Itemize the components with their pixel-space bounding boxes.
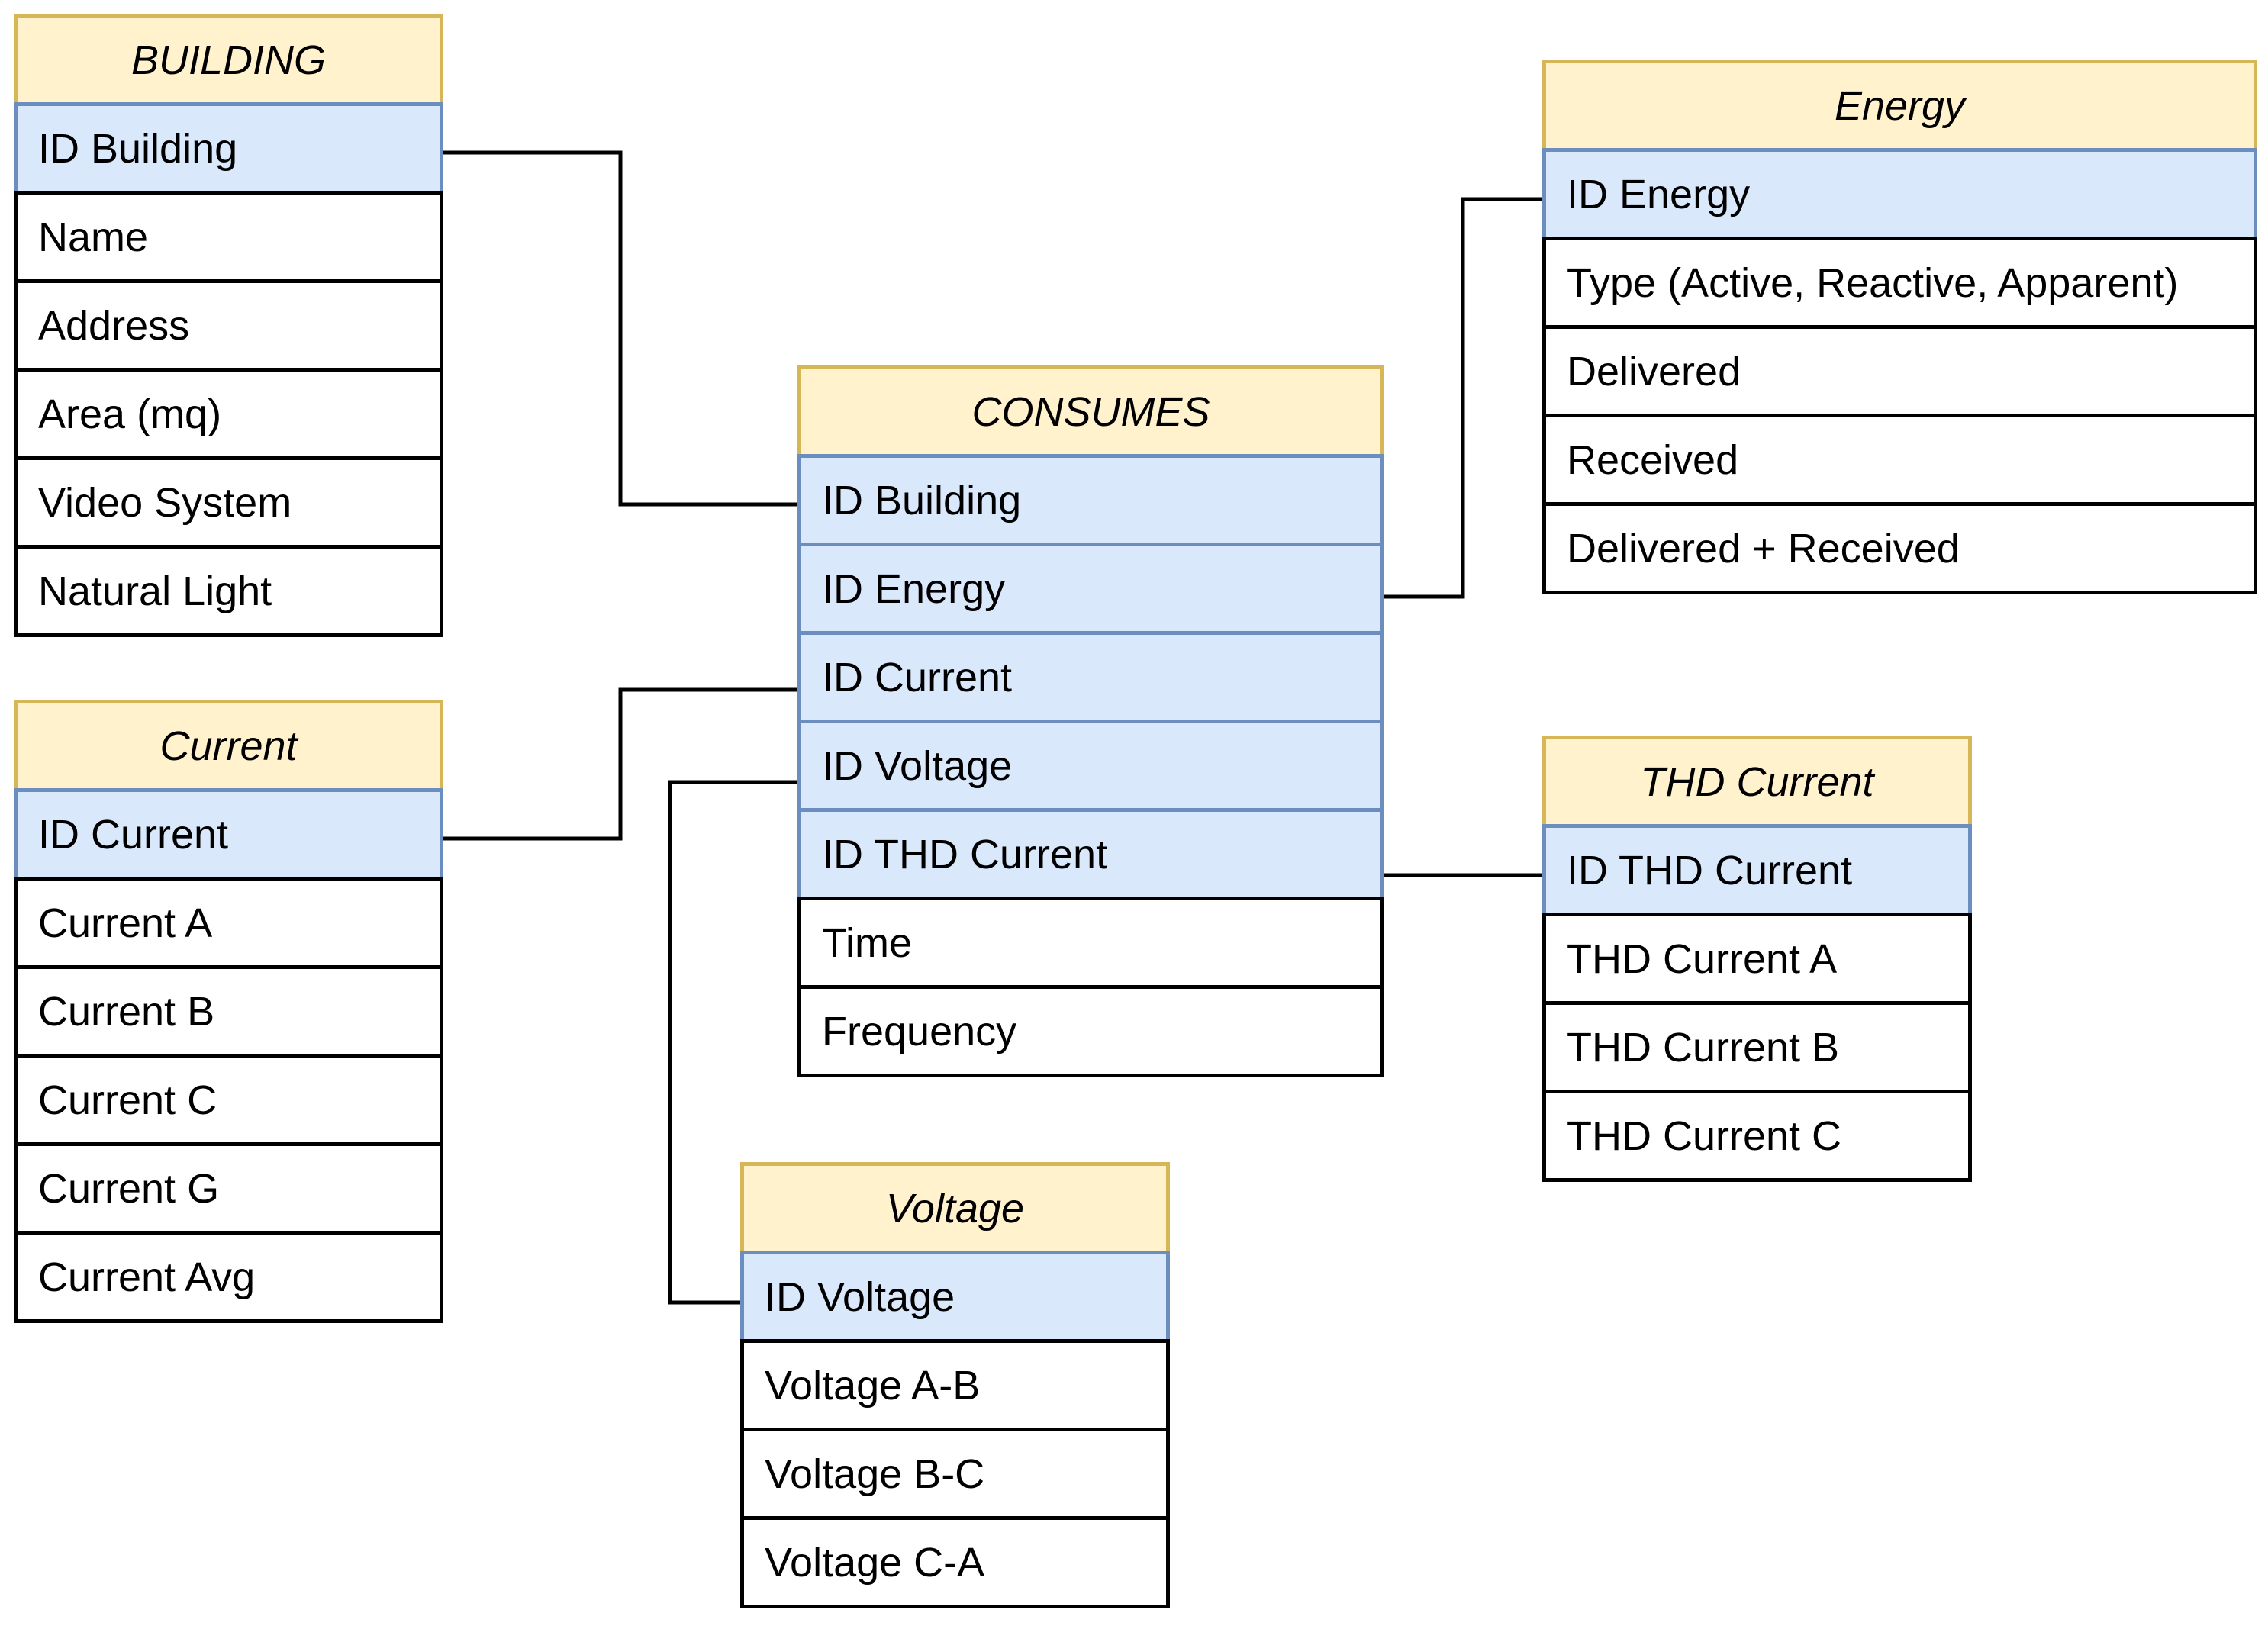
attribute: Voltage B-C <box>740 1428 1170 1520</box>
attribute: Frequency <box>797 985 1384 1077</box>
attribute: Current Avg <box>14 1231 443 1323</box>
attribute: Voltage C-A <box>740 1516 1170 1608</box>
entity-thd-current[interactable]: THD Current ID THD Current THD Current A… <box>1542 736 1972 1182</box>
attribute: Delivered + Received <box>1542 502 2257 594</box>
attribute: Received <box>1542 414 2257 506</box>
entity-energy[interactable]: Energy ID Energy Type (Active, Reactive,… <box>1542 60 2257 594</box>
attribute: THD Current B <box>1542 1001 1972 1093</box>
primary-key: ID Building <box>14 102 443 195</box>
foreign-key: ID THD Current <box>797 808 1384 900</box>
entity-header: BUILDING <box>14 14 443 106</box>
attribute: Natural Light <box>14 545 443 637</box>
attribute: Current G <box>14 1142 443 1235</box>
entity-building[interactable]: BUILDING ID Building Name Address Area (… <box>14 14 443 637</box>
entity-consumes[interactable]: CONSUMES ID Building ID Energy ID Curren… <box>797 365 1384 1077</box>
entity-header: THD Current <box>1542 736 1972 828</box>
attribute: Address <box>14 279 443 372</box>
attribute: Video System <box>14 456 443 549</box>
foreign-key: ID Energy <box>797 543 1384 635</box>
entity-header: Voltage <box>740 1162 1170 1254</box>
entity-header: Energy <box>1542 60 2257 152</box>
attribute: Current B <box>14 965 443 1058</box>
foreign-key: ID Voltage <box>797 720 1384 812</box>
attribute: THD Current C <box>1542 1090 1972 1182</box>
foreign-key: ID Current <box>797 631 1384 723</box>
foreign-key: ID Building <box>797 454 1384 546</box>
entity-current[interactable]: Current ID Current Current A Current B C… <box>14 700 443 1323</box>
entity-voltage[interactable]: Voltage ID Voltage Voltage A-B Voltage B… <box>740 1162 1170 1608</box>
primary-key: ID Current <box>14 788 443 881</box>
primary-key: ID Voltage <box>740 1251 1170 1343</box>
entity-header: CONSUMES <box>797 365 1384 458</box>
connector-current-consumes <box>443 687 800 841</box>
attribute: Current C <box>14 1054 443 1146</box>
attribute: Type (Active, Reactive, Apparent) <box>1542 237 2257 329</box>
attribute: Current A <box>14 877 443 969</box>
primary-key: ID Energy <box>1542 148 2257 240</box>
attribute: Time <box>797 897 1384 989</box>
attribute: Area (mq) <box>14 368 443 460</box>
primary-key: ID THD Current <box>1542 824 1972 916</box>
entity-header: Current <box>14 700 443 792</box>
connector-energy-consumes <box>1383 197 1545 599</box>
attribute: Name <box>14 191 443 283</box>
attribute: THD Current A <box>1542 913 1972 1005</box>
attribute: Delivered <box>1542 325 2257 417</box>
attribute: Voltage A-B <box>740 1339 1170 1431</box>
connector-building-consumes <box>443 150 800 507</box>
